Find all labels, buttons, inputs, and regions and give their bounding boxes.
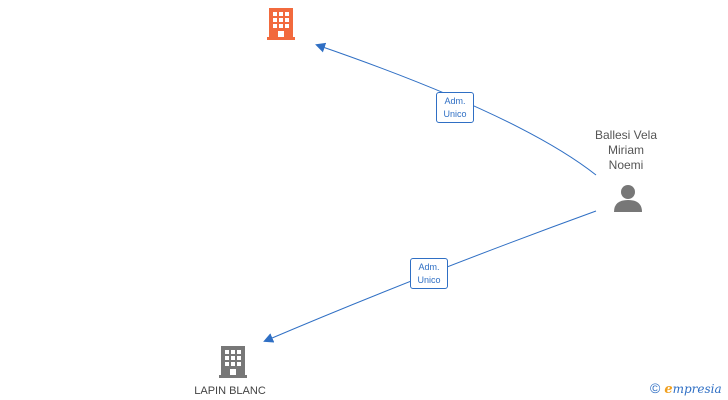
company-name-bottom[interactable]: LAPIN BLANC: [194, 385, 266, 397]
person-name-line-3: Noemi: [608, 158, 644, 172]
building-icon-top[interactable]: [267, 8, 295, 40]
edge-label-top-line-1: Adm.: [444, 96, 466, 106]
edge-label-bottom-line-1: Adm.: [418, 262, 440, 272]
person-name-line-1: Ballesi Vela: [594, 128, 658, 142]
brand-initial: e: [664, 382, 673, 397]
person-name[interactable]: Ballesi Vela Miriam Noemi: [578, 128, 674, 173]
building-icon-bottom[interactable]: [219, 346, 247, 378]
edge-label-bottom: Adm. Unico: [410, 258, 448, 289]
edge-label-bottom-line-2: Unico: [417, 275, 441, 285]
person-name-line-2: Miriam: [608, 143, 644, 157]
edge-label-top-line-2: Unico: [443, 109, 467, 119]
brand-name: mpresia: [672, 382, 722, 396]
edge-person-to-top-company: [315, 42, 597, 176]
person-icon[interactable]: [614, 185, 642, 212]
copyright-symbol: ©: [650, 380, 661, 396]
empresia-watermark: ©empresia: [650, 380, 722, 397]
edge-label-top: Adm. Unico: [436, 92, 474, 123]
